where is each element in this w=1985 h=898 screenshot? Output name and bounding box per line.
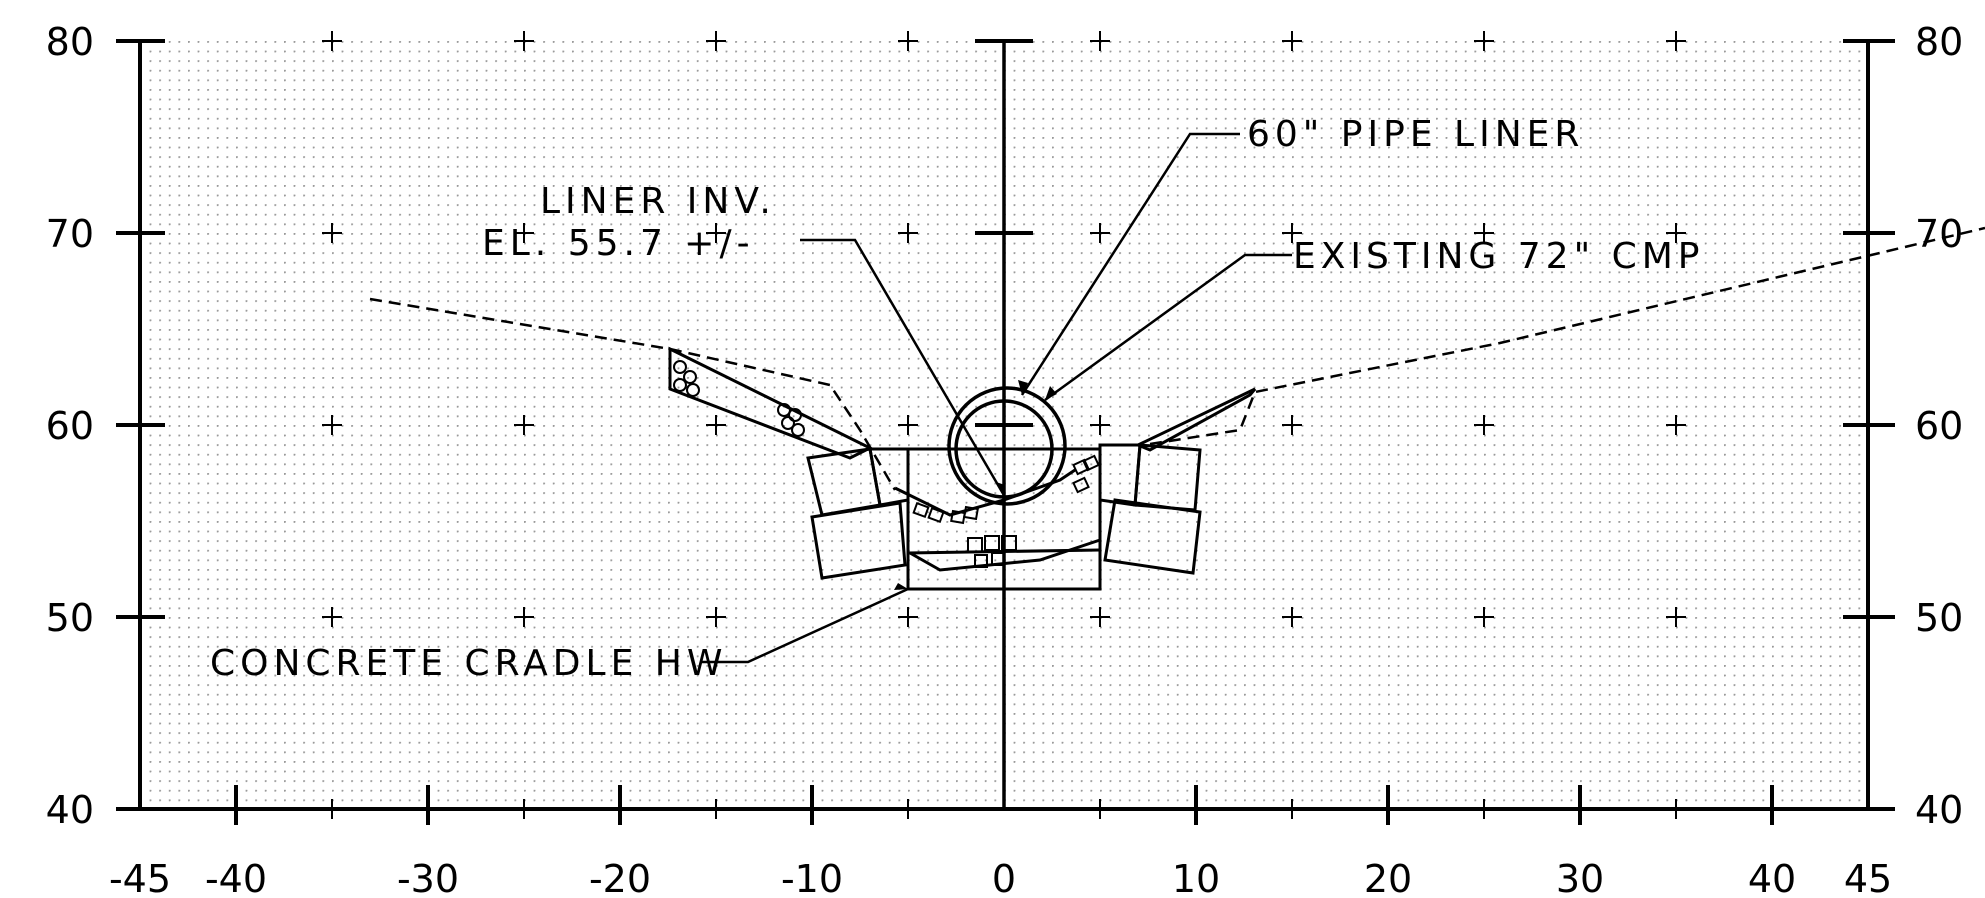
x-tick-marks <box>234 785 1774 825</box>
leader-lines <box>700 132 1292 664</box>
y-axis-labels-left: 80 70 60 50 40 <box>46 20 94 832</box>
ground-line-right <box>1149 226 1985 446</box>
x-label-neg40: -40 <box>205 857 267 898</box>
x-label-20: 20 <box>1364 857 1412 898</box>
callout-existing-cmp: EXISTING 72" CMP <box>1293 236 1704 277</box>
x-label-neg45: -45 <box>109 857 171 898</box>
y-label-right-60: 60 <box>1915 404 1963 448</box>
cradle-inner-line <box>909 538 1101 572</box>
x-label-10: 10 <box>1172 857 1220 898</box>
right-slope-band <box>1134 387 1257 452</box>
y-tick-marks <box>116 39 1895 811</box>
callout-liner-inv-line1: LINER INV. <box>540 181 776 222</box>
y-label-right-50: 50 <box>1915 596 1963 640</box>
y-label-left-60: 60 <box>46 404 94 448</box>
left-riprap <box>668 346 910 580</box>
leader-liner-inv <box>800 238 1007 498</box>
x-label-30: 30 <box>1556 857 1604 898</box>
leader-pipe-liner <box>1020 132 1240 396</box>
x-label-0: 0 <box>992 857 1016 898</box>
x-label-neg30: -30 <box>397 857 459 898</box>
x-label-neg10: -10 <box>781 857 843 898</box>
right-block-3 <box>1103 498 1202 575</box>
y-label-left-50: 50 <box>46 596 94 640</box>
y-label-left-40: 40 <box>46 788 94 832</box>
leader-existing-cmp <box>1044 253 1292 402</box>
y-label-left-80: 80 <box>46 20 94 64</box>
y-label-right-40: 40 <box>1915 788 1963 832</box>
left-slope-band <box>668 346 874 460</box>
ground-profile <box>369 226 1985 491</box>
callout-liner-inv-line2: EL. 55.7 +/- <box>482 223 755 264</box>
y-label-right-80: 80 <box>1915 20 1963 64</box>
headwall-outline <box>906 447 1102 591</box>
left-block-3 <box>810 501 907 580</box>
y-label-right-70: 70 <box>1915 212 1963 256</box>
callout-pipe-liner: 60" PIPE LINER <box>1247 114 1584 155</box>
callout-texts: LINER INV. EL. 55.7 +/- 60" PIPE LINER E… <box>210 114 1704 684</box>
callout-concrete-cradle: CONCRETE CRADLE HW <box>210 643 727 684</box>
concrete-cradle <box>894 447 1102 591</box>
cradle-rocks <box>912 501 1017 568</box>
right-rocks <box>1072 454 1100 494</box>
cradle-invert-line <box>894 468 1076 517</box>
rock-cluster-left-2 <box>777 403 805 437</box>
x-label-40: 40 <box>1748 857 1796 898</box>
x-label-45: 45 <box>1844 857 1892 898</box>
grid-crosses <box>322 31 1686 627</box>
leader-concrete-cradle <box>700 587 909 664</box>
x-axis-labels: -45 -40 -30 -20 -10 0 10 20 30 40 45 <box>109 857 1892 898</box>
x-minor-ticks <box>331 799 1677 819</box>
x-label-neg20: -20 <box>589 857 651 898</box>
y-label-left-70: 70 <box>46 212 94 256</box>
rock-cluster-left-1 <box>673 360 700 397</box>
y-axis-labels-right: 80 70 60 50 40 <box>1915 20 1963 832</box>
existing-72-cmp <box>947 386 1067 506</box>
arrowheads <box>894 380 1057 590</box>
